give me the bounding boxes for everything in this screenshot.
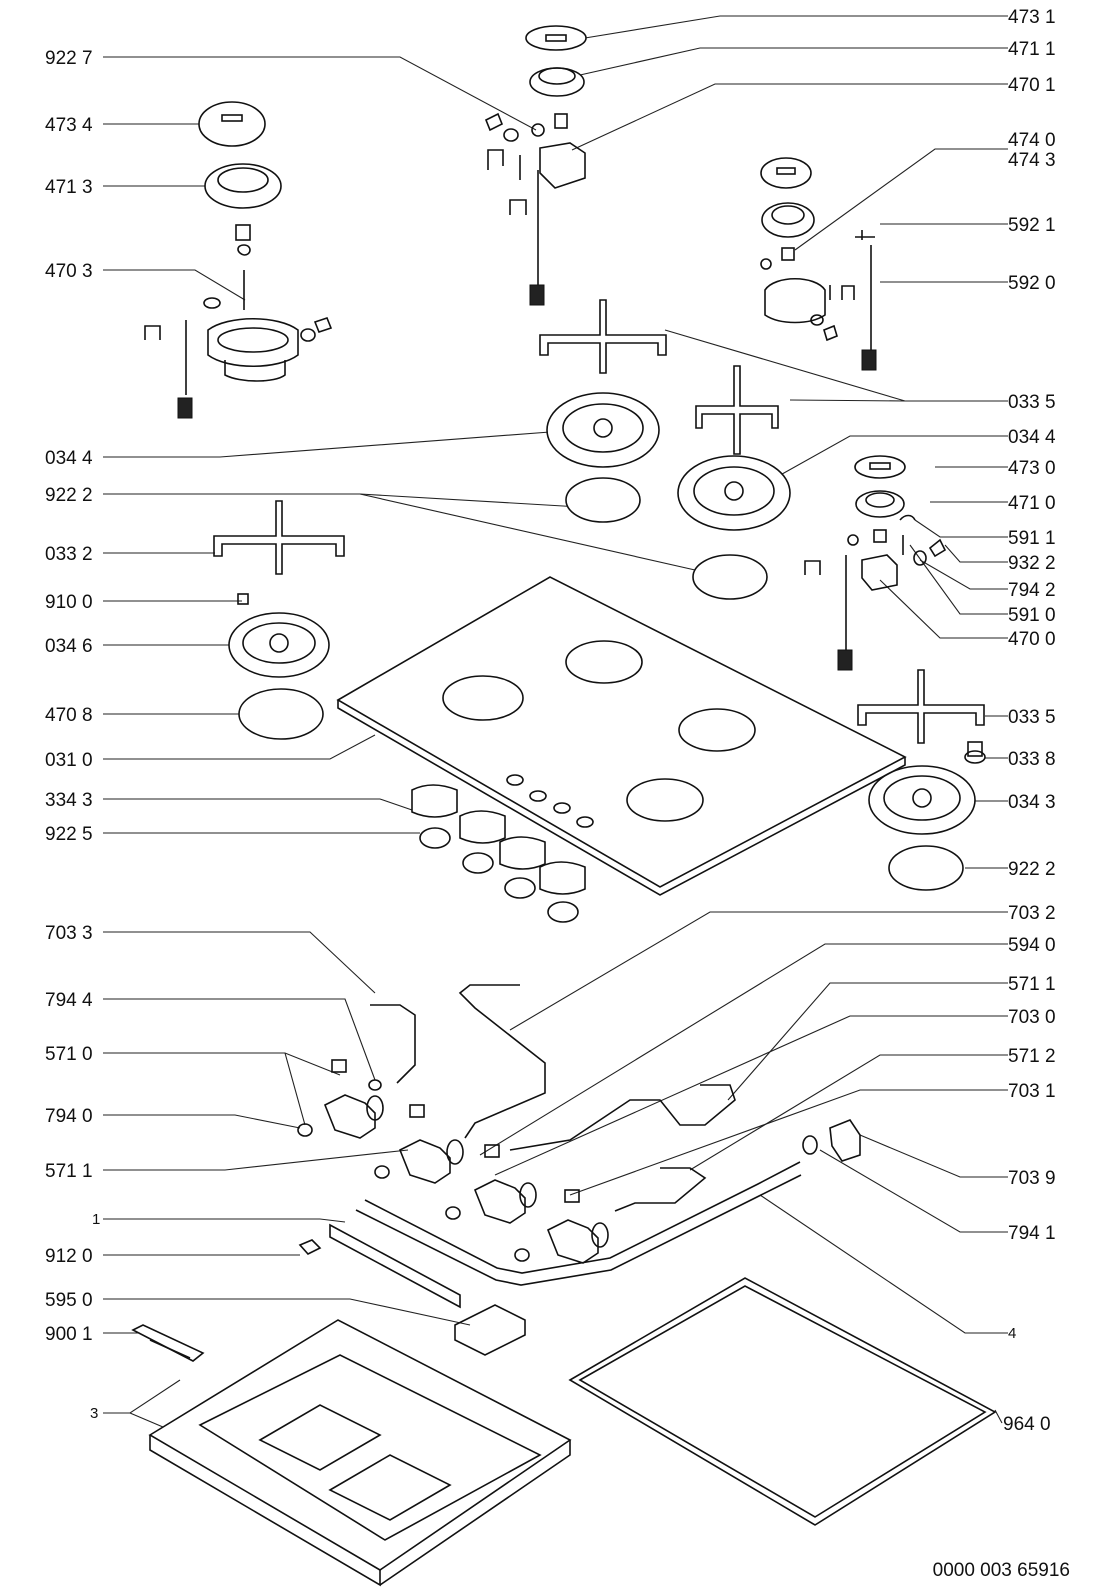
label-703-9: 703 9: [1008, 1168, 1056, 1189]
label-1: 1: [92, 1211, 100, 1228]
label-4: 4: [1008, 1325, 1016, 1342]
label-473-1: 473 1: [1008, 7, 1056, 28]
label-034-4-left: 034 4: [45, 448, 93, 469]
label-964-0: 964 0: [1003, 1414, 1051, 1435]
front-right-burner-assembly: [804, 455, 947, 671]
label-470-8: 470 8: [45, 705, 93, 726]
label-471-1: 471 1: [1008, 39, 1056, 60]
rear-right-burner-assembly: [760, 157, 877, 371]
label-591-1: 591 1: [1008, 528, 1056, 549]
label-794-4: 794 4: [45, 990, 93, 1011]
gas-valves: [297, 1059, 861, 1264]
label-910-0: 910 0: [45, 592, 93, 613]
label-571-1-left: 571 1: [45, 1161, 93, 1182]
label-334-3: 334 3: [45, 790, 93, 811]
label-470-0: 470 0: [1008, 629, 1056, 650]
label-473-4: 473 4: [45, 115, 93, 136]
label-703-2: 703 2: [1008, 903, 1056, 924]
label-473-0: 473 0: [1008, 458, 1056, 479]
label-922-5: 922 5: [45, 824, 93, 845]
hob-seal: [568, 1277, 997, 1526]
hob-top-plate: [336, 576, 907, 896]
label-571-2: 571 2: [1008, 1046, 1056, 1067]
gas-pipes: [355, 984, 802, 1286]
label-033-5-top: 033 5: [1008, 392, 1056, 413]
label-922-2-left: 922 2: [45, 485, 93, 506]
label-034-3: 034 3: [1008, 792, 1056, 813]
labels-right: 473 1 471 1 470 1 474 0 474 3 592 1 592 …: [1003, 7, 1056, 1435]
drawing-number: 0000 003 65916: [932, 1560, 1070, 1581]
small-parts: [131, 1223, 526, 1362]
label-922-7: 922 7: [45, 48, 93, 69]
label-794-2: 794 2: [1008, 580, 1056, 601]
label-591-0: 591 0: [1008, 605, 1056, 626]
label-033-2: 033 2: [45, 544, 93, 565]
label-592-0: 592 0: [1008, 273, 1056, 294]
label-594-0: 594 0: [1008, 935, 1056, 956]
leader-lines: [103, 15, 1008, 1431]
label-794-1: 794 1: [1008, 1223, 1056, 1244]
label-031-0: 031 0: [45, 750, 93, 771]
label-932-2: 932 2: [1008, 553, 1056, 574]
label-794-0: 794 0: [45, 1106, 93, 1127]
bottom-tray: [148, 1319, 572, 1587]
label-571-0: 571 0: [45, 1044, 93, 1065]
label-571-1-right: 571 1: [1008, 974, 1056, 995]
label-474-0: 474 0: [1008, 130, 1056, 151]
labels-left: 922 7 473 4 471 3 470 3 034 4 922 2 033 …: [45, 48, 100, 1422]
label-703-3: 703 3: [45, 923, 93, 944]
label-595-0: 595 0: [45, 1290, 93, 1311]
label-592-1: 592 1: [1008, 215, 1056, 236]
label-034-6: 034 6: [45, 636, 93, 657]
label-470-1: 470 1: [1008, 75, 1056, 96]
rear-left-burner-assembly: [144, 101, 333, 419]
rear-center-burner-assembly: [484, 25, 587, 306]
label-703-0: 703 0: [1008, 1007, 1056, 1028]
label-474-3: 474 3: [1008, 150, 1056, 171]
control-knobs: [411, 784, 586, 923]
label-900-1: 900 1: [45, 1324, 93, 1345]
label-470-3: 470 3: [45, 261, 93, 282]
label-034-4-right: 034 4: [1008, 427, 1056, 448]
label-033-5-lower: 033 5: [1008, 707, 1056, 728]
label-912-0: 912 0: [45, 1246, 93, 1267]
label-471-3: 471 3: [45, 177, 93, 198]
pan-supports: [213, 299, 986, 764]
label-922-2-right: 922 2: [1008, 859, 1056, 880]
label-703-1: 703 1: [1008, 1081, 1056, 1102]
label-033-8: 033 8: [1008, 749, 1056, 770]
label-471-0: 471 0: [1008, 493, 1056, 514]
burner-disks: [228, 392, 976, 891]
label-3: 3: [90, 1405, 98, 1422]
